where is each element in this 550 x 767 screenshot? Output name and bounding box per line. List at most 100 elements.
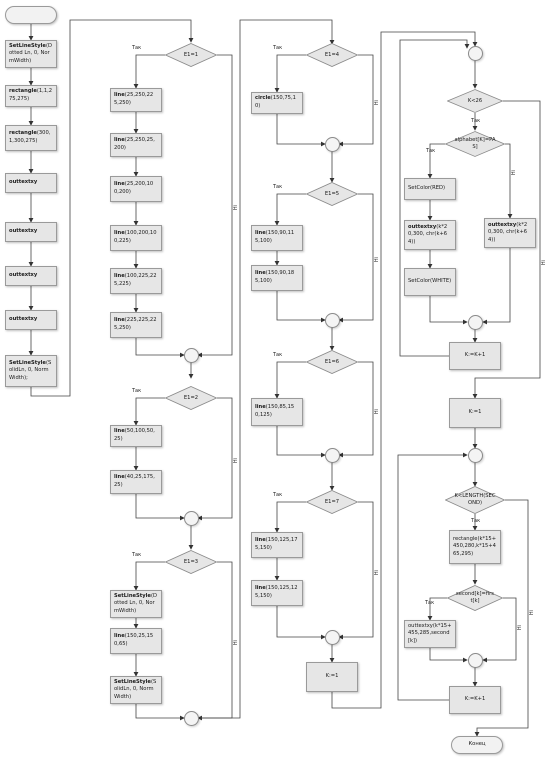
end-terminal: Конец bbox=[451, 736, 503, 754]
process-box: rectangle(k*15+450,280,k*15+465,295) bbox=[449, 530, 501, 564]
process-box: line(150,85,150,125) bbox=[251, 398, 303, 426]
junction-circle bbox=[183, 347, 199, 363]
connector-line bbox=[482, 597, 517, 663]
branch-yes-label: Так bbox=[132, 388, 142, 394]
connector-line bbox=[276, 426, 326, 458]
connector-line bbox=[197, 54, 233, 358]
process-box: outtextxy bbox=[5, 266, 57, 286]
decision-diamond: alphabet[K]=PAS] bbox=[445, 131, 505, 157]
connector-line bbox=[274, 361, 306, 399]
connector-line bbox=[429, 296, 468, 325]
branch-yes-label: Так bbox=[132, 45, 142, 51]
branch-yes-label: Так bbox=[273, 492, 283, 498]
branch-yes-label: Так bbox=[471, 118, 481, 124]
connector-line bbox=[135, 338, 185, 358]
connector-line bbox=[274, 54, 306, 93]
connector-line bbox=[338, 361, 374, 458]
process-box: circle(150,75,10) bbox=[251, 92, 303, 114]
branch-yes-label: Так bbox=[471, 518, 481, 524]
branch-no-label: Ні bbox=[233, 205, 239, 211]
process-box: line(150,125,175,150) bbox=[251, 532, 303, 558]
connector-line bbox=[472, 100, 541, 399]
process-box: line(25,250,225,250) bbox=[110, 88, 162, 112]
loop-condition-diamond: K<LENGTH(SECOND) bbox=[445, 486, 505, 514]
branch-no-label: Ні bbox=[529, 610, 535, 616]
connector-line bbox=[30, 19, 194, 397]
branch-no-label: Ні bbox=[374, 408, 380, 414]
process-box: SetLineStyle(Dotted Ln, 0, NormWidth) bbox=[110, 590, 162, 618]
connector-line bbox=[274, 193, 306, 226]
branch-yes-label: Так bbox=[426, 148, 436, 154]
connector-line bbox=[427, 143, 445, 179]
process-box: SetLineStyle(SolidLn, 0, NormWidth) bbox=[110, 676, 162, 704]
process-box: outtextxy bbox=[5, 173, 57, 193]
increment-box: K:=K+1 bbox=[449, 686, 501, 714]
connector-line bbox=[276, 114, 326, 147]
junction-circle bbox=[467, 652, 483, 668]
decision-diamond: second[k]=first[k] bbox=[447, 585, 503, 611]
connector-line bbox=[338, 501, 374, 640]
connector-line bbox=[397, 452, 468, 701]
decision-diamond: E1=4 bbox=[306, 43, 358, 67]
process-box: outtextxy bbox=[5, 310, 57, 330]
branch-yes-label: Так bbox=[132, 552, 142, 558]
decision-diamond: E1=3 bbox=[165, 550, 217, 574]
loop-condition-diamond: K<26 bbox=[447, 89, 503, 113]
junction-circle bbox=[183, 510, 199, 526]
connector-line bbox=[399, 39, 470, 357]
process-box: SetColor(WHITE) bbox=[404, 268, 456, 296]
process-box: line(150,25,150,65) bbox=[110, 628, 162, 654]
connector-line bbox=[197, 397, 233, 521]
process-box: line(150,90,185,100) bbox=[251, 265, 303, 291]
process-box: rectangle(300,1,300,275) bbox=[5, 125, 57, 151]
connector-line bbox=[197, 561, 233, 721]
branch-yes-label: Так bbox=[273, 45, 283, 51]
start-terminal bbox=[5, 6, 57, 24]
junction-circle bbox=[324, 629, 340, 645]
connector-line bbox=[133, 54, 165, 89]
connector-line bbox=[133, 561, 165, 591]
branch-no-label: Ні bbox=[233, 458, 239, 464]
increment-box: K:=K+1 bbox=[449, 342, 501, 370]
process-box: outtextxy(k*20,300, chr(k+64)) bbox=[404, 220, 456, 250]
junction-circle bbox=[467, 314, 483, 330]
process-box: line(40,25,175,25) bbox=[110, 470, 162, 494]
connector-line bbox=[135, 704, 185, 721]
junction-circle bbox=[324, 447, 340, 463]
connector-line bbox=[474, 499, 529, 737]
assign-box: K:=1 bbox=[449, 398, 501, 428]
connector-line bbox=[135, 494, 185, 521]
connector-line bbox=[133, 397, 165, 426]
connector-line bbox=[338, 193, 374, 323]
process-box: line(225,225,225,250) bbox=[110, 312, 162, 338]
branch-no-label: Ні bbox=[374, 569, 380, 575]
process-box: line(25,250,25,200) bbox=[110, 133, 162, 157]
assign-box: K:=1 bbox=[306, 662, 358, 692]
process-box: rectangle(1,1,275,275) bbox=[5, 85, 57, 107]
connector-line bbox=[338, 54, 374, 147]
process-box: line(150,125,125,150) bbox=[251, 580, 303, 606]
decision-diamond: E1=1 bbox=[165, 43, 217, 67]
process-box: outtextxy(k*20,300, chr(k+64)) bbox=[484, 218, 536, 248]
branch-yes-label: Так bbox=[273, 352, 283, 358]
loop-junction-circle bbox=[467, 45, 483, 61]
process-box: line(25,200,100,200) bbox=[110, 176, 162, 202]
connector-line bbox=[482, 248, 511, 325]
process-box: outtextxy(k*15+455,285,second[k]) bbox=[404, 620, 456, 648]
branch-yes-label: Так bbox=[273, 184, 283, 190]
process-box: line(50,100,50,25) bbox=[110, 425, 162, 447]
connector-line bbox=[331, 31, 478, 709]
process-box: outtextxy bbox=[5, 222, 57, 242]
junction-circle bbox=[324, 136, 340, 152]
process-box: SetLineStyle(Dotted Ln, 0, NormWidth) bbox=[5, 40, 57, 68]
junction-circle bbox=[183, 710, 199, 726]
branch-no-label: Ні bbox=[517, 625, 523, 631]
junction-circle bbox=[324, 312, 340, 328]
branch-no-label: Ні bbox=[511, 170, 517, 176]
process-box: line(150,90,115,100) bbox=[251, 225, 303, 251]
connector-line bbox=[427, 597, 447, 621]
branch-no-label: Ні bbox=[374, 99, 380, 105]
branch-yes-label: Так bbox=[425, 600, 435, 606]
branch-no-label: Ні bbox=[541, 260, 547, 266]
branch-no-label: Ні bbox=[233, 640, 239, 646]
